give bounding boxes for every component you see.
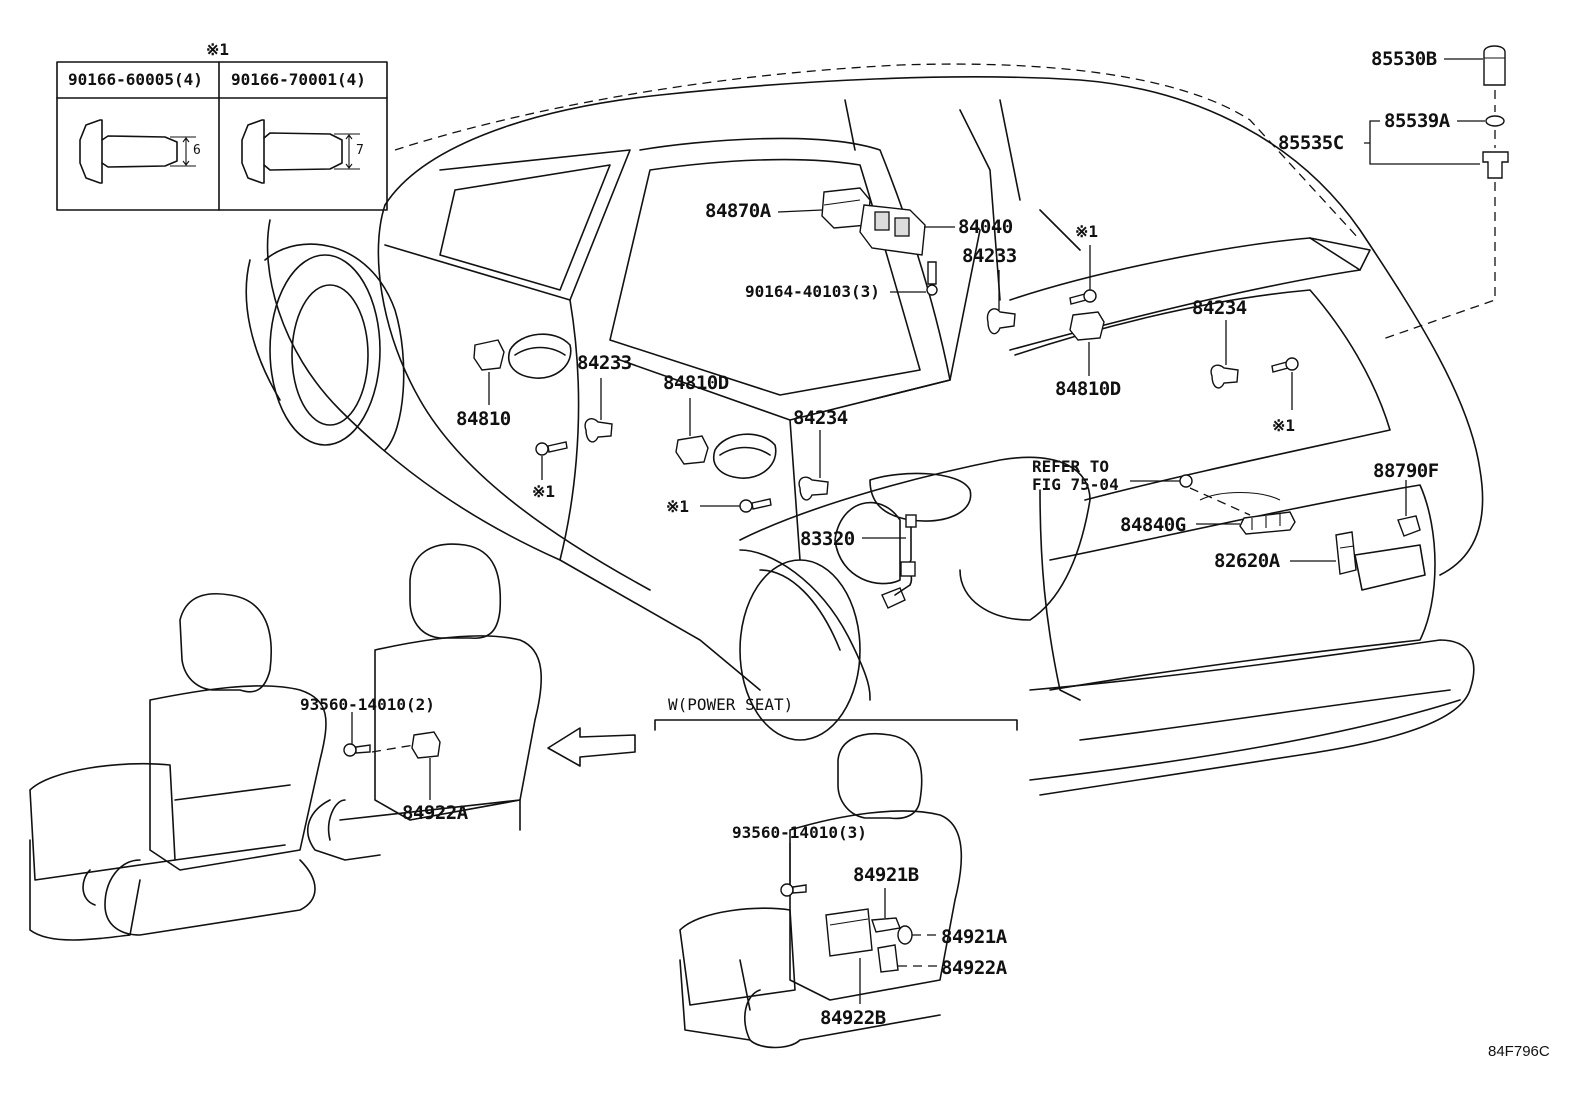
label-90164: 90164-40103(3)	[745, 282, 880, 301]
refer-line-2: FIG 75-04	[1032, 475, 1119, 495]
clip-icon	[79, 119, 196, 184]
part-84233-left	[584, 418, 613, 443]
part-84922A-left	[411, 731, 441, 759]
power-seat-label: W(POWER SEAT)	[668, 695, 794, 714]
marker-note-1: ※1	[666, 497, 690, 516]
part-84922A-right	[877, 944, 899, 973]
part-84040	[859, 204, 926, 256]
part-84234-mid	[798, 476, 829, 501]
marker-note-1: ※1	[1272, 416, 1296, 435]
label-85535C: 85535C	[1278, 132, 1344, 154]
rear-wheel	[739, 549, 871, 741]
part-84233-top	[986, 308, 1016, 335]
part-90164	[926, 261, 938, 296]
callout-part-number: 90166-70001(4)	[231, 70, 366, 89]
label-84870A: 84870A	[705, 200, 771, 222]
label-84234-right: 84234	[1192, 297, 1247, 319]
part-93560-right	[780, 883, 807, 897]
label-84840G: 84840G	[1120, 514, 1186, 536]
label-84922A-right: 84922A	[941, 957, 1007, 979]
label-84922B: 84922B	[820, 1007, 886, 1029]
part-84234-right	[1210, 364, 1239, 389]
marker-note-1: ※1	[1075, 222, 1099, 241]
label-93560-2: 93560-14010(2)	[300, 695, 435, 714]
part-84810D-mid	[675, 435, 709, 465]
callout-dimension: 7	[356, 143, 364, 158]
vehicle-outline	[245, 63, 1484, 796]
callout-dimension: 6	[193, 143, 201, 158]
figure-id: 84F796C	[1488, 1043, 1550, 1060]
label-84233-left: 84233	[577, 352, 632, 374]
callout-marker: ※1	[206, 40, 230, 59]
front-seat	[29, 593, 327, 941]
callout-part-number: 90166-60005(4)	[68, 70, 203, 89]
part-84810	[473, 339, 505, 371]
part-84921A	[897, 925, 913, 945]
refer-part-icon	[1179, 474, 1193, 488]
clip-icon	[241, 119, 360, 184]
marker-note-1: ※1	[532, 482, 556, 501]
label-84922A-left: 84922A	[402, 802, 468, 824]
label-85539A: 85539A	[1384, 110, 1450, 132]
label-84810D-right: 84810D	[1055, 378, 1121, 400]
label-84040: 84040	[958, 216, 1013, 238]
refer-line-1: REFER TO	[1032, 457, 1110, 476]
label-84234-mid: 84234	[793, 407, 848, 429]
label-84233-top: 84233	[962, 245, 1017, 267]
label-88790F: 88790F	[1373, 460, 1439, 482]
part-screw-top	[1069, 289, 1097, 305]
part-85530B	[1483, 45, 1506, 86]
part-screw-left	[535, 441, 568, 456]
refer-note: REFER TO FIG 75-04	[1032, 457, 1119, 495]
power-seat	[654, 719, 1018, 1049]
label-93560-3: 93560-14010(3)	[732, 823, 867, 842]
part-84921B	[871, 917, 901, 933]
callout-box	[56, 61, 388, 211]
part-screw-right	[1271, 357, 1299, 373]
part-82620A	[1335, 531, 1357, 575]
label-82620A: 82620A	[1214, 550, 1280, 572]
front-wheel	[245, 243, 405, 451]
label-84921A: 84921A	[941, 926, 1007, 948]
arrow-icon	[547, 727, 636, 767]
label-84810D-mid: 84810D	[663, 372, 729, 394]
part-85535C	[1482, 151, 1509, 179]
label-84921B: 84921B	[853, 864, 919, 886]
label-83320: 83320	[800, 528, 855, 550]
part-88790F	[1397, 515, 1421, 537]
label-85530B: 85530B	[1371, 48, 1437, 70]
part-84810D-right	[1069, 311, 1105, 341]
part-84922B	[825, 908, 873, 957]
part-83320	[881, 514, 917, 609]
part-85539A	[1485, 115, 1505, 127]
part-screw-mid	[739, 498, 772, 513]
label-84810: 84810	[456, 408, 511, 430]
part-84840G	[1239, 511, 1296, 535]
part-93560-left	[343, 743, 371, 757]
rear-seat	[306, 543, 543, 861]
